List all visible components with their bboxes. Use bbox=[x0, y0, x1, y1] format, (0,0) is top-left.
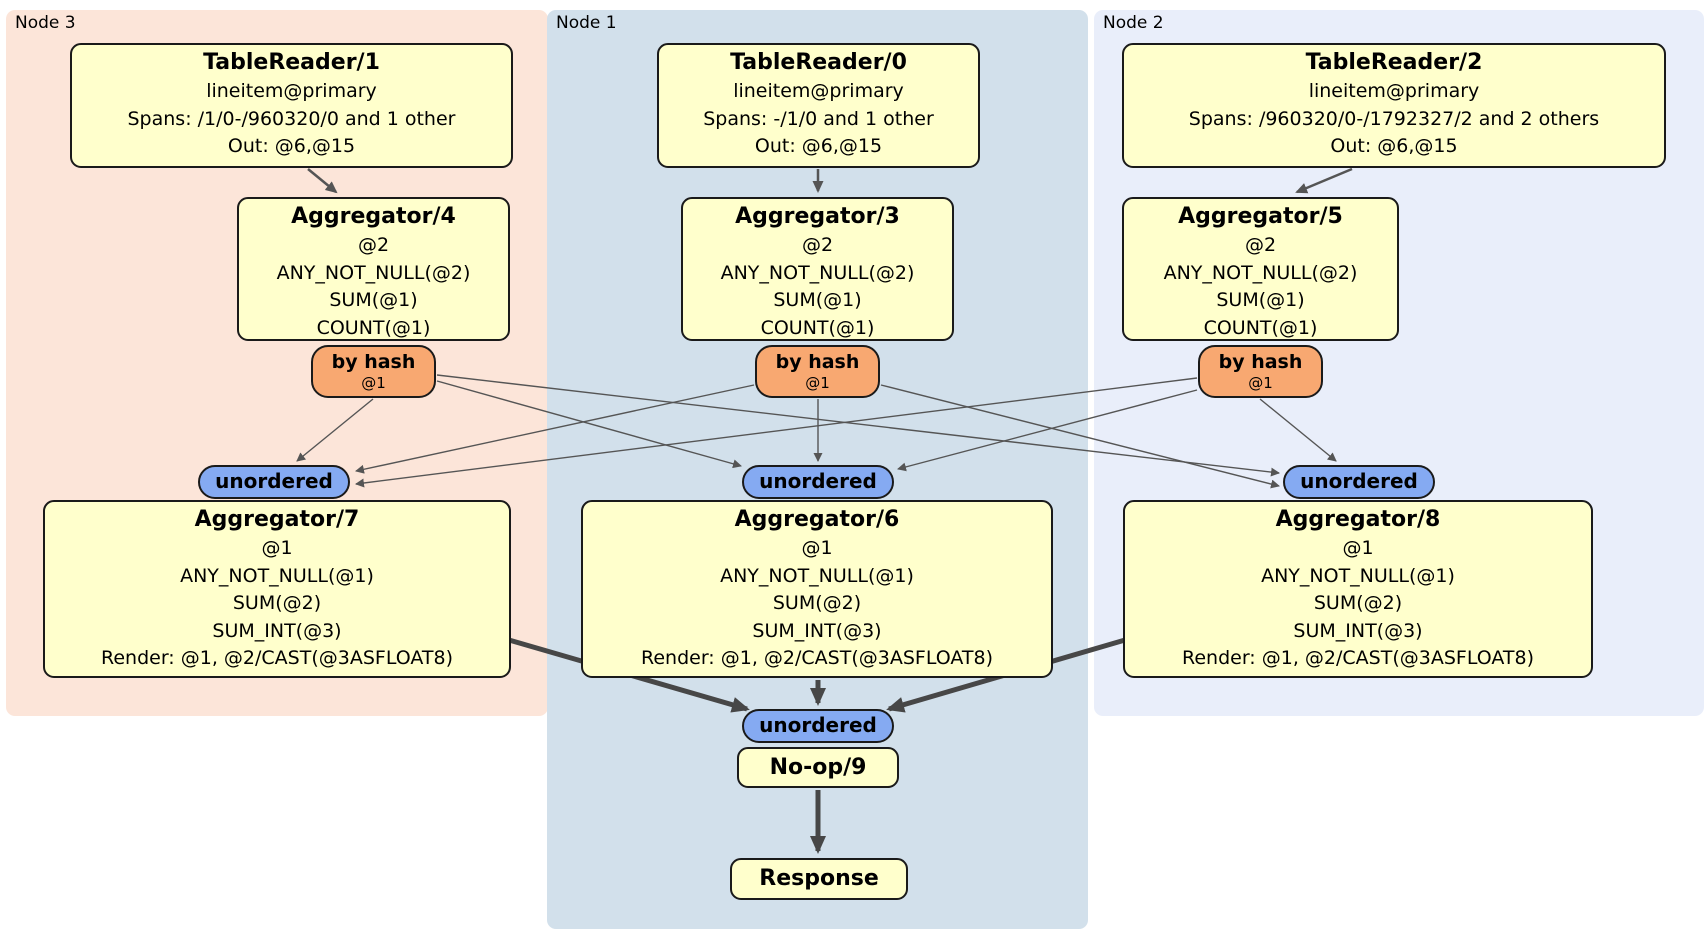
processor-detail: @1 bbox=[261, 537, 293, 559]
sync-unordered-node1: unordered bbox=[742, 465, 894, 499]
processor-detail: ANY_NOT_NULL(@2) bbox=[720, 261, 915, 284]
processor-detail: SUM(@1) bbox=[1216, 289, 1305, 311]
processor-detail: ANY_NOT_NULL(@1) bbox=[180, 564, 374, 587]
edge-byhash1-un2 bbox=[880, 384, 1280, 489]
edge-byhash2-un2 bbox=[1259, 398, 1337, 462]
processor-title: TableReader/0 bbox=[730, 50, 907, 75]
processor-detail: @2 bbox=[801, 234, 834, 256]
edge-byhash1-un3 bbox=[355, 384, 755, 474]
processor-detail: Render: @1, @2/CAST(@3ASFLOAT8) bbox=[1182, 647, 1534, 669]
processor-detail: Out: @6,@15 bbox=[1330, 135, 1458, 157]
router-label: by hash bbox=[775, 351, 860, 373]
processor-detail: SUM(@2) bbox=[1313, 592, 1403, 614]
processor-detail: ANY_NOT_NULL(@1) bbox=[720, 564, 914, 587]
edge-byhash2-un3 bbox=[355, 377, 1198, 488]
processor-title: Aggregator/7 bbox=[194, 507, 360, 532]
edge-tr2-agg5 bbox=[1295, 167, 1353, 194]
router-key: @1 bbox=[1248, 374, 1273, 392]
processor-detail: lineitem@primary bbox=[733, 80, 904, 102]
processor-title: No-op/9 bbox=[769, 754, 867, 780]
processor-tablereader-0: TableReader/0 lineitem@primary Spans: -/… bbox=[657, 43, 980, 168]
processor-detail: ANY_NOT_NULL(@2) bbox=[276, 261, 471, 284]
processor-detail: COUNT(@1) bbox=[760, 316, 875, 339]
processor-detail: SUM_INT(@3) bbox=[1293, 619, 1423, 642]
router-by-hash-node3: by hash @1 bbox=[311, 345, 436, 398]
processor-title: Aggregator/8 bbox=[1275, 507, 1441, 532]
processor-title: TableReader/1 bbox=[203, 50, 380, 75]
processor-detail: ANY_NOT_NULL(@1) bbox=[1261, 564, 1455, 587]
processor-title: TableReader/2 bbox=[1305, 50, 1483, 75]
processor-aggregator-3: Aggregator/3 @2 ANY_NOT_NULL(@2) SUM(@1)… bbox=[681, 197, 954, 341]
processor-title: Response bbox=[759, 866, 879, 891]
processor-detail: Spans: /1/0-/960320/0 and 1 other bbox=[127, 107, 456, 130]
processor-title: Aggregator/5 bbox=[1178, 204, 1343, 229]
router-key: @1 bbox=[361, 374, 386, 392]
processor-detail: COUNT(@1) bbox=[1203, 316, 1318, 339]
region-node3-label: Node 3 bbox=[15, 13, 76, 33]
processor-detail: lineitem@primary bbox=[206, 80, 377, 102]
edge-byhash2-un1 bbox=[897, 389, 1198, 472]
processor-detail: COUNT(@1) bbox=[316, 316, 431, 339]
processor-aggregator-5: Aggregator/5 @2 ANY_NOT_NULL(@2) SUM(@1)… bbox=[1122, 197, 1399, 341]
processor-tablereader-1: TableReader/1 lineitem@primary Spans: /1… bbox=[70, 43, 513, 168]
processor-title: Aggregator/6 bbox=[734, 507, 900, 532]
router-by-hash-node2: by hash @1 bbox=[1198, 345, 1323, 398]
processor-detail: SUM(@2) bbox=[232, 592, 322, 614]
processor-detail: SUM(@1) bbox=[329, 289, 418, 311]
processor-aggregator-7: Aggregator/7 @1 ANY_NOT_NULL(@1) SUM(@2)… bbox=[43, 500, 511, 678]
processor-detail: Spans: /960320/0-/1792327/2 and 2 others bbox=[1188, 107, 1600, 130]
router-by-hash-node1: by hash @1 bbox=[755, 345, 880, 398]
router-label: by hash bbox=[331, 351, 416, 373]
region-node2-label: Node 2 bbox=[1103, 13, 1164, 33]
processor-detail: Spans: -/1/0 and 1 other bbox=[703, 107, 934, 130]
processor-noop-9: No-op/9 bbox=[737, 747, 899, 788]
edge-byhash3-un1 bbox=[436, 380, 742, 469]
sync-unordered-node3: unordered bbox=[198, 465, 350, 499]
edge-byhash3-un3 bbox=[296, 398, 374, 462]
sync-unordered-merge: unordered bbox=[742, 709, 894, 743]
edge-tr1-agg4 bbox=[307, 168, 338, 194]
processor-detail: SUM(@2) bbox=[772, 592, 862, 614]
processor-detail: @2 bbox=[357, 234, 390, 256]
router-label: by hash bbox=[1218, 351, 1303, 373]
processor-detail: Render: @1, @2/CAST(@3ASFLOAT8) bbox=[101, 647, 453, 669]
processor-detail: lineitem@primary bbox=[1308, 80, 1480, 102]
processor-detail: Out: @6,@15 bbox=[227, 135, 356, 157]
processor-detail: @1 bbox=[1342, 537, 1374, 559]
processor-tablereader-2: TableReader/2 lineitem@primary Spans: /9… bbox=[1122, 43, 1666, 168]
processor-detail: @2 bbox=[1244, 234, 1277, 256]
processor-detail: Render: @1, @2/CAST(@3ASFLOAT8) bbox=[641, 647, 993, 669]
processor-response: Response bbox=[730, 858, 908, 900]
processor-detail: @1 bbox=[801, 537, 833, 559]
processor-aggregator-6: Aggregator/6 @1 ANY_NOT_NULL(@1) SUM(@2)… bbox=[581, 500, 1053, 678]
processor-detail: SUM_INT(@3) bbox=[212, 619, 342, 642]
region-node1-label: Node 1 bbox=[556, 13, 617, 33]
edge-byhash3-un2 bbox=[436, 374, 1280, 477]
router-key: @1 bbox=[805, 374, 830, 392]
processor-aggregator-4: Aggregator/4 @2 ANY_NOT_NULL(@2) SUM(@1)… bbox=[237, 197, 510, 341]
processor-detail: SUM(@1) bbox=[773, 289, 862, 311]
processor-aggregator-8: Aggregator/8 @1 ANY_NOT_NULL(@1) SUM(@2)… bbox=[1123, 500, 1593, 678]
processor-detail: ANY_NOT_NULL(@2) bbox=[1163, 261, 1358, 284]
processor-detail: Out: @6,@15 bbox=[754, 135, 883, 157]
processor-detail: SUM_INT(@3) bbox=[752, 619, 882, 642]
processor-title: Aggregator/3 bbox=[735, 204, 900, 229]
processor-title: Aggregator/4 bbox=[291, 204, 456, 229]
sync-unordered-node2: unordered bbox=[1283, 465, 1435, 499]
